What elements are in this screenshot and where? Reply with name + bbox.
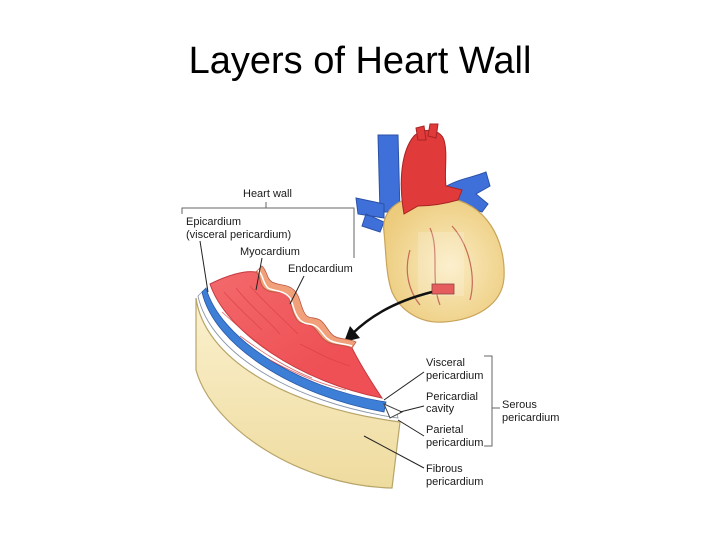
leader-endocardium bbox=[289, 275, 305, 305]
label-epicardium: Epicardium bbox=[186, 216, 241, 228]
label-fibrous-sub: pericardium bbox=[426, 476, 483, 488]
wall-section bbox=[195, 265, 404, 489]
zoom-arrow-head bbox=[344, 326, 360, 342]
aortic-branches bbox=[415, 123, 439, 141]
leader-myocardium bbox=[255, 257, 263, 291]
cavity-pointer bbox=[383, 403, 404, 419]
label-cavity-sub: cavity bbox=[426, 403, 455, 415]
zoom-arrow bbox=[351, 290, 433, 335]
label-visceral: Visceral bbox=[426, 357, 465, 369]
slide-title: Layers of Heart Wall bbox=[188, 40, 532, 82]
label-cavity: Pericardial bbox=[426, 391, 478, 403]
label-endocardium: Endocardium bbox=[288, 263, 353, 275]
fibrous-pericardium-layer bbox=[195, 297, 401, 489]
epicardium-layer bbox=[201, 287, 387, 413]
leader-cavity bbox=[399, 405, 425, 413]
leader-visceral bbox=[383, 371, 425, 401]
label-visceral-sub: pericardium bbox=[426, 370, 483, 382]
leader-parietal bbox=[397, 419, 425, 437]
label-myocardium: Myocardium bbox=[240, 246, 300, 258]
label-serous-sub: pericardium bbox=[502, 412, 559, 424]
label-heart-wall: Heart wall bbox=[243, 188, 292, 200]
label-parietal: Parietal bbox=[426, 424, 463, 436]
aorta bbox=[400, 130, 463, 215]
label-epicardium-sub: (visceral pericardium) bbox=[186, 229, 291, 241]
leader-fibrous bbox=[363, 435, 425, 469]
leader-epicardium bbox=[199, 240, 209, 293]
left-pulmonary-veins bbox=[355, 197, 385, 233]
superior-vena-cava bbox=[377, 134, 401, 213]
coronary-vessels bbox=[406, 225, 473, 306]
label-fibrous: Fibrous bbox=[426, 463, 463, 475]
labels: Heart wall Epicardium (visceral pericard… bbox=[181, 188, 559, 488]
heart-illustration bbox=[355, 123, 505, 323]
muscle-fibers bbox=[221, 285, 351, 391]
section-marker bbox=[431, 283, 455, 295]
heart-wall-bracket bbox=[181, 207, 355, 258]
label-serous: Serous bbox=[502, 399, 537, 411]
serous-bracket bbox=[484, 355, 493, 447]
label-parietal-sub: pericardium bbox=[426, 437, 483, 449]
